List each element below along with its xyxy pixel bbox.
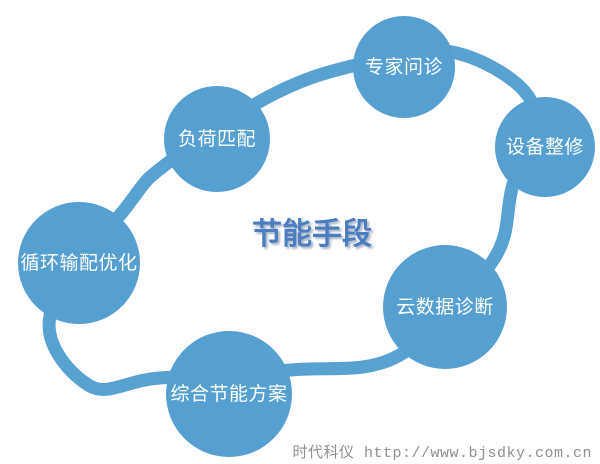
node-label: 设备整修: [505, 136, 584, 158]
node-circulation-distribution-optimization: 循环输配优化: [18, 202, 140, 324]
diagram-title: 节能手段: [252, 218, 372, 251]
node-label: 综合节能方案: [170, 383, 288, 405]
node-load-matching: 负荷匹配: [164, 86, 270, 192]
node-comprehensive-energy-saving-plan: 综合节能方案: [166, 331, 292, 457]
node-label: 循环输配优化: [20, 252, 138, 274]
node-expert-consultation: 专家问诊: [353, 16, 455, 118]
node-cloud-data-diagnosis: 云数据诊断: [383, 245, 507, 369]
node-equipment-overhaul: 设备整修: [495, 97, 595, 197]
node-label: 云数据诊断: [396, 296, 494, 318]
node-label: 专家问诊: [364, 56, 443, 78]
node-label: 负荷匹配: [177, 128, 256, 150]
watermark-text: 时代科仪 http://www.bjsdky.com.cn: [292, 445, 592, 462]
